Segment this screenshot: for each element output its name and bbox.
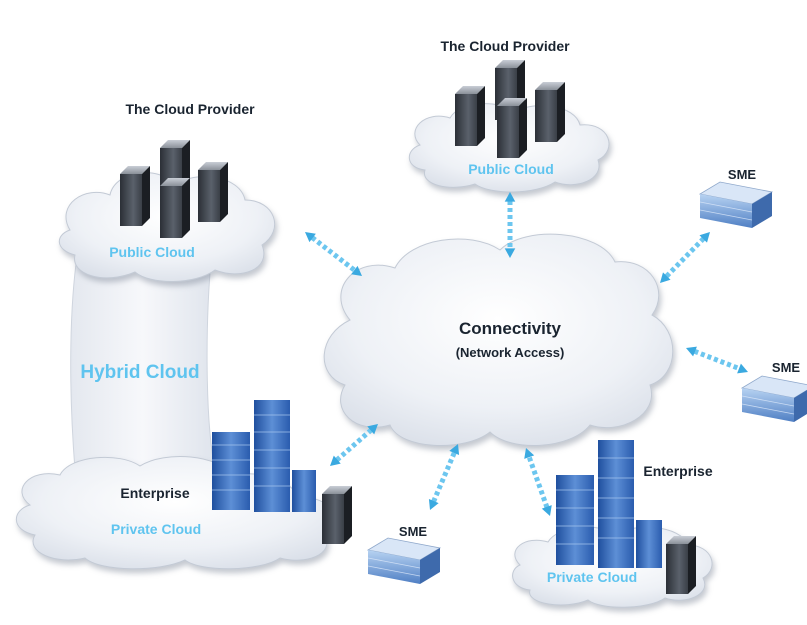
- sme-building-right-icon: [740, 375, 807, 422]
- connection-arrows: [305, 192, 748, 516]
- arrow-sme-bottom-head-start: [428, 499, 439, 510]
- arrow-sme-bottom-head-end: [449, 444, 460, 455]
- enterprise-buildings-left-icon: [212, 400, 352, 544]
- provider-left-cloud-label: Public Cloud: [109, 244, 195, 260]
- provider-top-title: The Cloud Provider: [440, 38, 570, 54]
- arrow-sme-top-right-head-end: [660, 272, 671, 283]
- arrow-top-provider-head-start: [504, 192, 516, 202]
- enterprise-left-title: Enterprise: [120, 485, 189, 501]
- hybrid-cloud-label: Hybrid Cloud: [80, 362, 199, 383]
- sme-top-right-label: SME: [728, 167, 757, 182]
- server-cluster-top-icon: [455, 60, 565, 158]
- arrow-sme-right: [693, 348, 741, 372]
- sme-building-top-right-icon: [698, 181, 774, 228]
- server-cluster-left-icon: [120, 140, 228, 238]
- arrow-enterprise-left-head-end: [367, 424, 378, 435]
- arrow-enterprise-right-head-end: [524, 448, 535, 459]
- sme-bottom-label: SME: [399, 524, 428, 539]
- arrow-top-provider-head-end: [504, 248, 516, 258]
- enterprise-right-cloud-label: Private Cloud: [547, 569, 637, 585]
- arrow-sme-right-head-end: [737, 363, 748, 374]
- provider-left-title: The Cloud Provider: [125, 101, 255, 117]
- arrow-enterprise-right: [526, 455, 550, 509]
- hybrid-cloud-shape: [70, 249, 216, 471]
- arrow-left-provider: [310, 235, 357, 273]
- sme-building-bottom-icon: [366, 537, 442, 584]
- arrow-sme-top-right: [664, 236, 706, 279]
- sme-right-label: SME: [772, 360, 801, 375]
- provider-top-cloud-label: Public Cloud: [468, 161, 554, 177]
- arrow-sme-right-head-start: [686, 346, 697, 357]
- arrow-enterprise-left: [335, 428, 373, 462]
- arrow-left-provider-head-end: [351, 265, 362, 276]
- enterprise-buildings-right-icon: [556, 440, 696, 594]
- arrow-sme-bottom: [431, 451, 457, 503]
- arrow-enterprise-left-head-start: [330, 455, 341, 466]
- arrow-sme-top-right-head-start: [699, 232, 710, 243]
- connectivity-cloud: [323, 233, 674, 447]
- arrow-left-provider-head-start: [305, 232, 316, 243]
- arrow-enterprise-right-head-start: [541, 505, 552, 516]
- connectivity-subtitle: (Network Access): [456, 345, 565, 360]
- enterprise-right-title: Enterprise: [643, 463, 712, 479]
- connectivity-title: Connectivity: [459, 319, 562, 338]
- enterprise-left-cloud-label: Private Cloud: [111, 521, 201, 537]
